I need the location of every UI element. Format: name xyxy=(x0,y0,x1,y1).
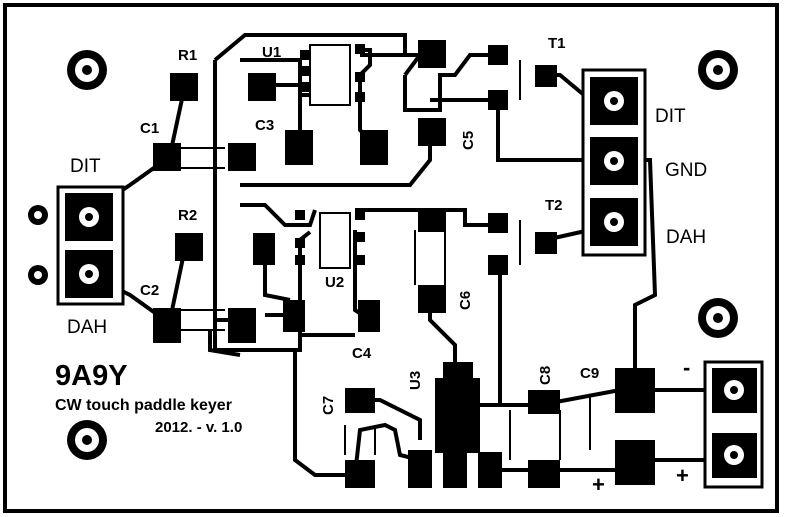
label-c5: C5 xyxy=(460,131,477,150)
label-plus-out: + xyxy=(676,463,689,488)
board-version: 2012. - v. 1.0 xyxy=(155,419,242,436)
mounting-holes xyxy=(67,50,738,460)
label-minus: - xyxy=(683,355,690,380)
label-c8: C8 xyxy=(537,366,554,385)
label-c2: C2 xyxy=(140,282,159,299)
label-u3: U3 xyxy=(407,371,424,390)
silkscreen-outlines xyxy=(180,44,591,460)
label-dah-left: DAH xyxy=(67,317,107,338)
label-c1: C1 xyxy=(140,120,159,137)
board-subtitle: CW touch paddle keyer xyxy=(55,397,232,414)
connector-left xyxy=(28,185,125,306)
label-c6: C6 xyxy=(457,291,474,310)
label-t1: T1 xyxy=(548,35,566,52)
label-plus-cap: + xyxy=(592,472,605,497)
label-r1: R1 xyxy=(178,47,197,64)
label-c3: C3 xyxy=(255,117,274,134)
label-c7: C7 xyxy=(320,396,337,415)
label-u2: U2 xyxy=(325,274,344,291)
label-dah-right: DAH xyxy=(666,227,706,248)
label-r2: R2 xyxy=(178,207,197,224)
label-t2: T2 xyxy=(545,197,563,214)
connector-power xyxy=(703,360,764,489)
label-u1: U1 xyxy=(262,44,281,61)
smd-pads xyxy=(153,40,655,488)
label-c4: C4 xyxy=(352,345,372,362)
label-dit-left: DIT xyxy=(70,156,101,177)
connector-right xyxy=(581,68,647,257)
label-gnd-right: GND xyxy=(665,160,707,181)
board-callsign: 9A9Y xyxy=(55,360,128,392)
label-dit-right: DIT xyxy=(655,106,686,127)
label-c9: C9 xyxy=(580,365,599,382)
